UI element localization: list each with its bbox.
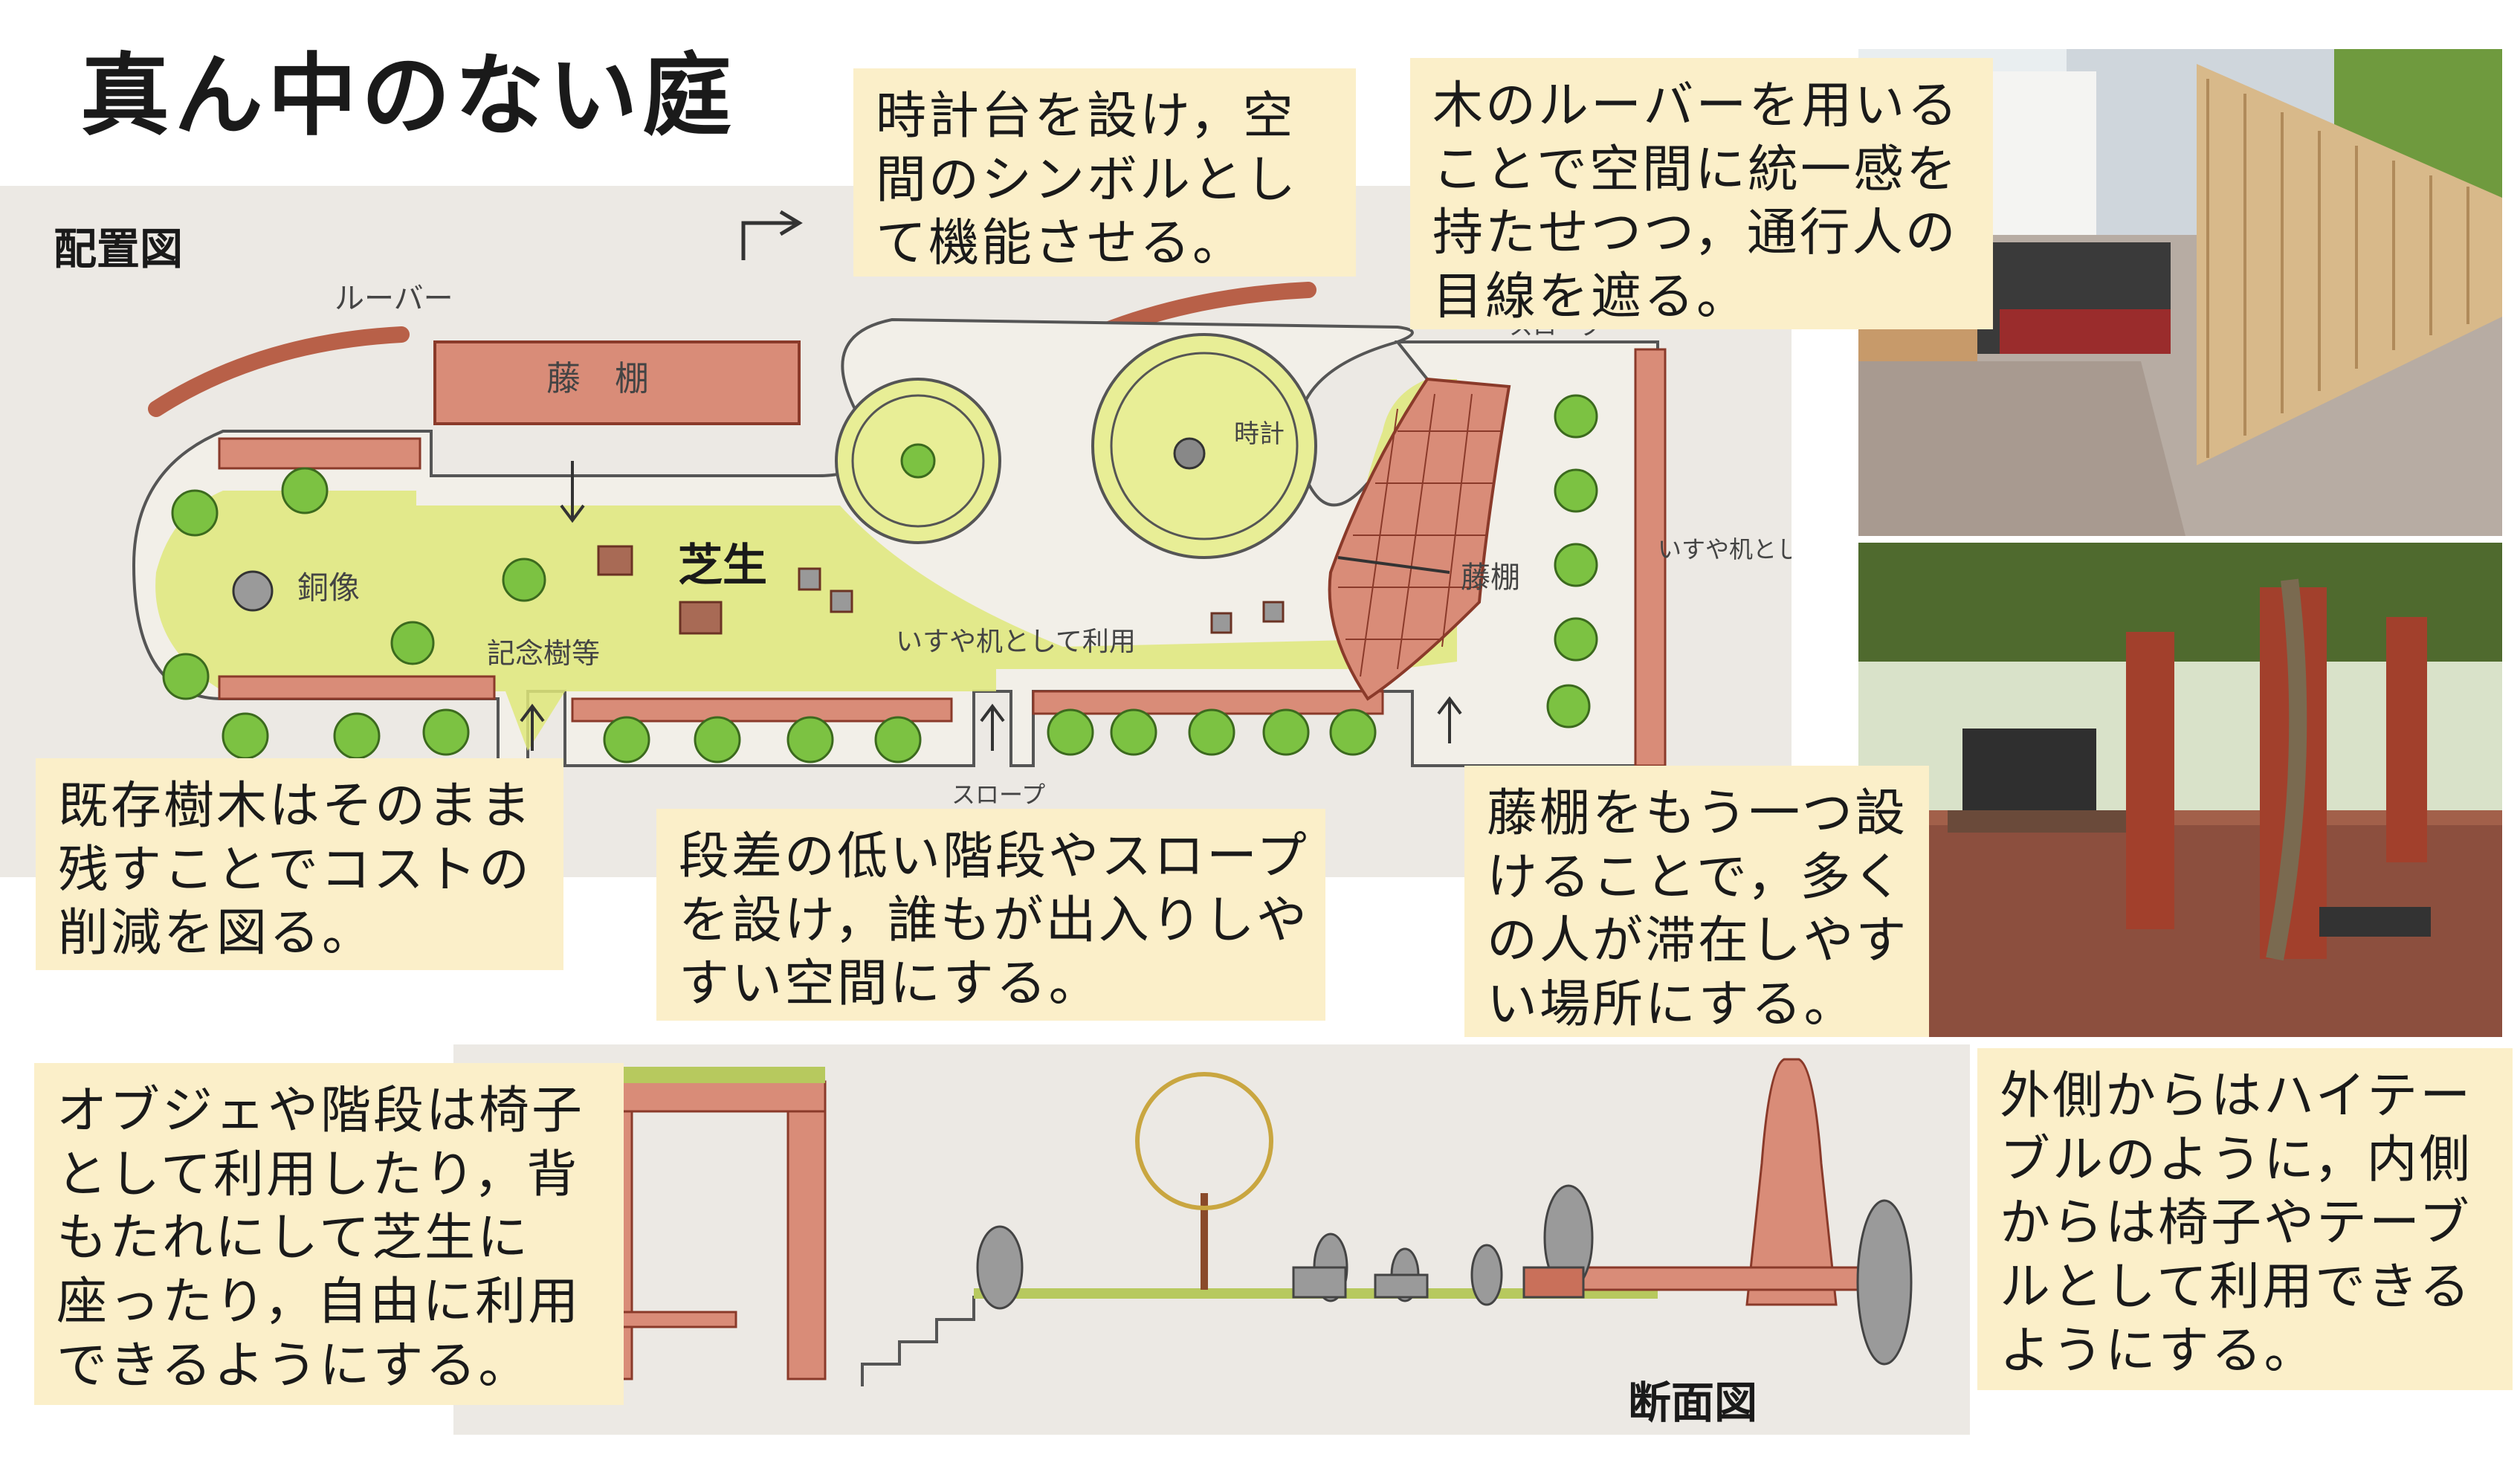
note-line: できるようにする。 [56,1336,532,1395]
statue-label: 銅像 [297,569,360,606]
note-line: 残すことでコストの [58,840,532,899]
note-line: もたれにして芝生に [56,1209,530,1268]
note-line: 段差の低い階段やスロープ [679,827,1309,886]
bronze-statue-icon [232,570,274,612]
note-line: 時計台を設け，空 [876,87,1296,146]
note-line: 間のシンボルとし [876,150,1299,210]
slope-label-bottom: スロープ [952,781,1045,809]
note-line: 座ったり，自由に利用 [56,1273,581,1332]
note-line: ブルのように，内側 [2000,1130,2472,1189]
note-line: すい空間にする。 [679,955,1102,1014]
trellis-2-label: 藤棚 [1461,561,1520,595]
note-line: 木のルーバーを用いる [1432,77,1960,135]
tree-icon [900,443,936,479]
memorial-trees-label: 記念樹等 [487,637,600,670]
note-line: として利用したり，背 [56,1145,580,1204]
people-figures [976,1184,1913,1366]
note-line: けることで，多く [1487,847,1906,907]
note-line: 持たせつつ，通行人の [1432,204,1958,263]
note-objects-seating: オブジェや階段は椅子 として利用したり，背 もたれにして芝生に 座ったり，自由に… [34,1063,624,1405]
note-line: て機能させる。 [876,214,1246,274]
louver-arc-left [148,326,410,417]
circle-plaza-clock [1091,333,1317,559]
note-line: の人が滞在しやす [1487,911,1909,971]
bench-use-label-right: いすや机として利用 [1658,535,1792,563]
clock-tower-icon [1173,437,1206,470]
note-steps-slope: 段差の低い階段やスロープ を設け，誰もが出入りしや すい空間にする。 [656,809,1325,1021]
note-line: 外側からはハイテー [2000,1067,2473,1125]
note-line: を設け，誰もが出入りしや [679,891,1309,950]
north-arrow-icon [741,210,803,260]
note-line: 既存樹木はそのまま [58,777,534,836]
note-clock-tower: 時計台を設け，空 間のシンボルとし て機能させる。 [853,68,1356,277]
section-label: 断面図 [1628,1377,1758,1428]
lawn-area [155,379,1457,751]
trellis-1-label: 藤 棚 [546,358,649,398]
note-line: オブジェや階段は椅子 [56,1082,585,1140]
photo-wisteria-trellis [1858,543,2502,1037]
plan-label: 配置図 [54,224,184,274]
note-line: ルとして利用できる [2000,1258,2472,1317]
existing-trees [162,394,1598,763]
note-high-table: 外側からはハイテー ブルのように，内側 からは椅子やテーブ ルとして利用できる … [1977,1048,2513,1390]
note-existing-trees: 既存樹木はそのまま 残すことでコストの 削減を図る。 [36,758,563,970]
stool-blocks [597,545,1285,635]
stairs-and-lawn-line [861,1296,1658,1386]
clock-label: 時計 [1234,419,1285,449]
lawn-label: 芝生 [678,540,767,592]
note-line: 藤棚をもう一つ設 [1487,784,1907,843]
wisteria-trellis-1 [433,340,801,425]
louver-label: ルーバー [335,282,453,316]
note-line: ことで空間に統一感を [1432,140,1959,199]
clock-tower-section-icon [1745,1058,1838,1306]
note-louver: 木のルーバーを用いる ことで空間に統一感を 持たせつつ，通行人の 目線を遮る。 [1410,58,1993,329]
note-wisteria-trellis: 藤棚をもう一つ設 けることで，多く の人が滞在しやす い場所にする。 [1464,766,1929,1037]
note-line: い場所にする。 [1487,975,1857,1035]
note-line: ようにする。 [2000,1321,2317,1380]
note-line: 目線を遮る。 [1432,268,1750,327]
note-line: からは椅子やテーブ [2000,1194,2472,1253]
tree-section-icon [1135,1072,1273,1210]
note-line: 削減を図る。 [58,904,375,963]
page-title: 真ん中のない庭 [80,45,736,148]
site-plan-sketch: ルーバー 藤 棚 銅像 記念樹等 いすや机として利用 時計 スロープ スロープ … [132,210,1871,809]
bench-use-label: いすや机として利用 [896,627,1136,657]
